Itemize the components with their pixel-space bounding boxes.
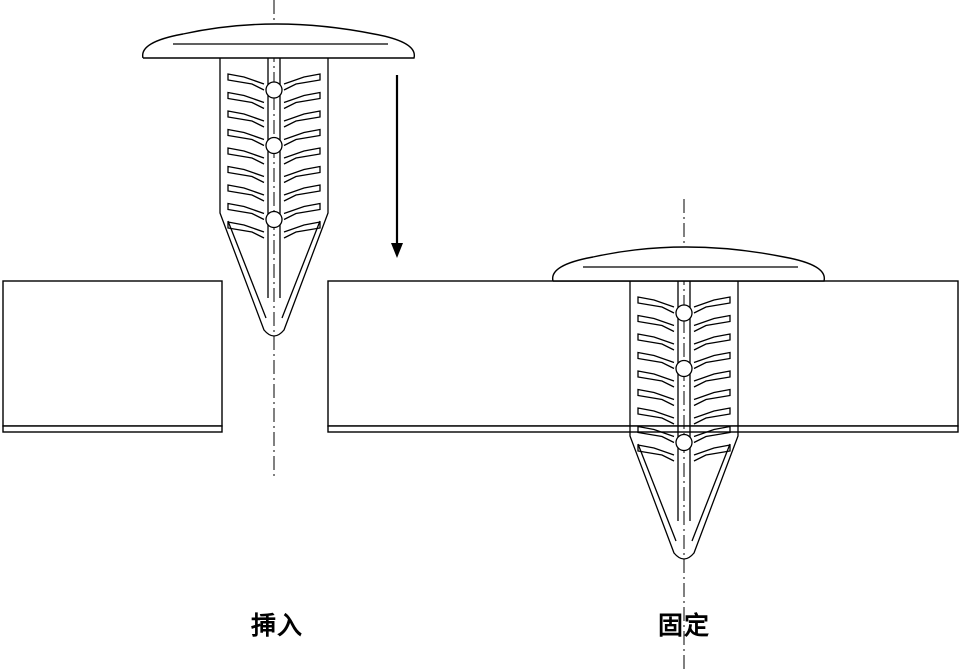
barb-left (637, 407, 675, 425)
barb-left (227, 202, 265, 221)
left-panel (2, 280, 223, 433)
barb-left (637, 370, 675, 388)
hole (675, 304, 693, 322)
hole (265, 81, 283, 99)
hole (675, 433, 693, 452)
tip-line-right (281, 220, 321, 319)
barb-left (637, 425, 675, 444)
barb-right (283, 184, 321, 202)
barb-left (227, 91, 265, 110)
shank-outline (629, 281, 739, 560)
barb-right (693, 388, 731, 407)
barb-right (283, 202, 321, 221)
barb-left (227, 110, 265, 128)
barb-right (283, 73, 321, 91)
barb-left (637, 333, 675, 351)
barb-left (227, 165, 265, 184)
cap-head (142, 23, 415, 59)
barb-right (693, 425, 731, 444)
arrow-down-icon (391, 75, 403, 258)
barb-right (693, 314, 731, 333)
barb-left (227, 221, 265, 239)
left-panel-body (2, 280, 223, 427)
left-panel-base (2, 425, 223, 433)
tip-line-left (227, 220, 267, 319)
insert-label: 挿入 (250, 611, 303, 640)
barb-right (693, 407, 731, 425)
barb-right (283, 221, 321, 239)
barb-left (637, 388, 675, 407)
tip-line-left (637, 443, 677, 542)
right-panel (327, 280, 959, 433)
barb-right (283, 128, 321, 147)
barb-left (637, 351, 675, 370)
barb-right (283, 165, 321, 184)
barb-left (637, 314, 675, 333)
barb-right (693, 296, 731, 314)
barb-right (283, 147, 321, 165)
hole (265, 136, 283, 155)
barb-left (227, 73, 265, 91)
hole (675, 359, 693, 378)
barb-left (637, 444, 675, 462)
tip-line-right (691, 443, 731, 542)
barb-right (283, 91, 321, 110)
fastener-fixed (552, 199, 825, 669)
barb-left (227, 128, 265, 147)
shank-outline (219, 58, 329, 337)
barb-right (693, 370, 731, 388)
right-panel-base (327, 425, 959, 433)
barb-left (227, 147, 265, 165)
barb-right (693, 333, 731, 351)
hole (265, 210, 283, 229)
cap-head (552, 246, 825, 282)
barb-right (283, 110, 321, 128)
barb-right (693, 444, 731, 462)
barb-right (693, 351, 731, 370)
fixed-label: 固定 (657, 611, 710, 640)
fastener-insert (142, 0, 415, 478)
barb-left (637, 296, 675, 314)
barb-left (227, 184, 265, 202)
